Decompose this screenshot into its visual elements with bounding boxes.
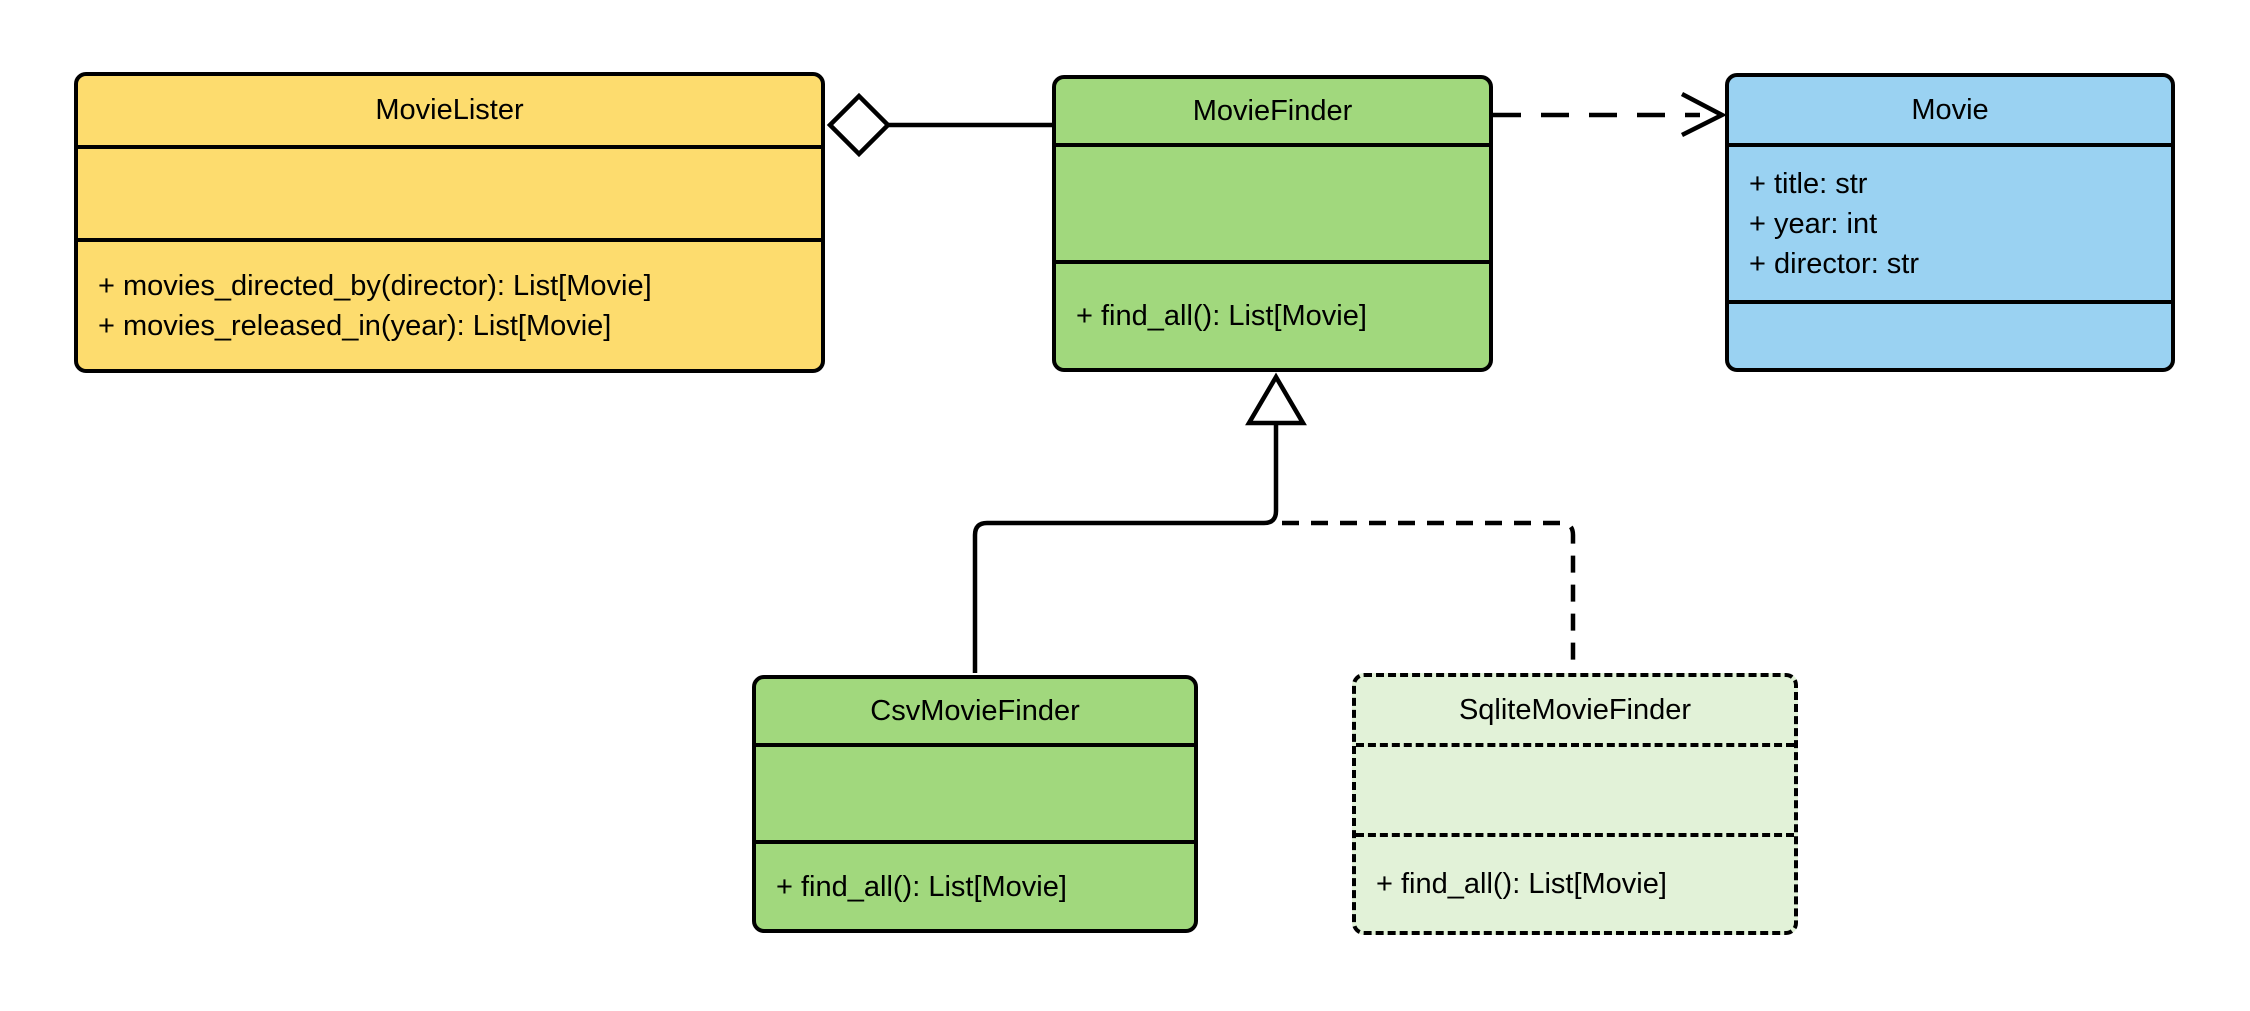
aggregation-diamond-icon (826, 92, 892, 158)
method-text: + movies_released_in(year): List[Movie] (98, 309, 612, 342)
inheritance-dashed-line (1282, 520, 1576, 671)
methods-compartment: + find_all(): List[Movie] (1056, 260, 1489, 368)
attribute-text: + year: int (1749, 207, 1878, 240)
methods-compartment: + find_all(): List[Movie] (756, 840, 1194, 929)
class-box-sqlitemoviefinder[interactable]: SqliteMovieFinder + find_all(): List[Mov… (1352, 673, 1798, 935)
class-box-movie[interactable]: Movie + title: str + year: int + directo… (1725, 73, 2175, 372)
methods-compartment: + find_all(): List[Movie] (1356, 833, 1794, 931)
attributes-compartment (1056, 143, 1489, 260)
inheritance-triangle-icon (1245, 372, 1307, 426)
attribute-text: + title: str (1749, 167, 1868, 200)
dependency-open-arrowhead-icon (1680, 92, 1727, 138)
method-text: + find_all(): List[Movie] (776, 870, 1067, 903)
attributes-compartment (78, 145, 821, 238)
inheritance-solid-line (972, 424, 1279, 673)
class-title: Movie (1911, 93, 1989, 126)
methods-compartment: + movies_directed_by(director): List[Mov… (78, 238, 821, 369)
class-box-moviefinder[interactable]: MovieFinder + find_all(): List[Movie] (1052, 75, 1493, 372)
method-text: + find_all(): List[Movie] (1076, 300, 1367, 332)
class-title: CsvMovieFinder (870, 694, 1080, 727)
class-title: SqliteMovieFinder (1458, 693, 1692, 726)
attribute-text: + director: str (1749, 247, 1920, 280)
class-title: MovieFinder (1192, 94, 1353, 127)
class-box-movielister[interactable]: MovieLister + movies_directed_by(directo… (74, 72, 825, 373)
inheritance-csvmoviefinder-moviefinder[interactable] (972, 372, 1307, 673)
inheritance-sqlitemoviefinder-moviefinder[interactable] (1282, 520, 1576, 671)
class-title: MovieLister (375, 94, 524, 126)
class-box-csvmoviefinder[interactable]: CsvMovieFinder + find_all(): List[Movie] (752, 675, 1198, 933)
methods-compartment (1729, 300, 2171, 368)
dependency-moviefinder-movie[interactable] (1493, 92, 1727, 138)
attributes-compartment (756, 743, 1194, 840)
attributes-compartment (1356, 743, 1794, 833)
method-text: + find_all(): List[Movie] (1376, 868, 1667, 900)
aggregation-movielister-moviefinder[interactable] (826, 92, 1054, 158)
method-text: + movies_directed_by(director): List[Mov… (98, 269, 652, 302)
attributes-compartment: + title: str + year: int + director: str (1729, 143, 2171, 300)
